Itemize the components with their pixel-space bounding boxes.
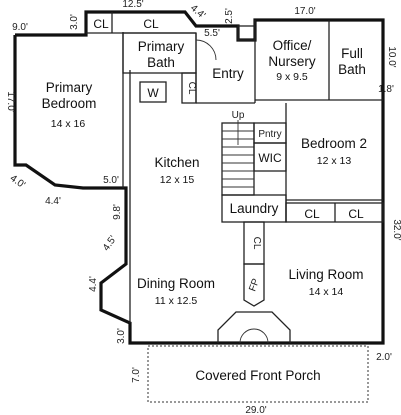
meas-2-0: 2.0' <box>376 352 392 363</box>
dining-size: 11 x 12.5 <box>155 295 198 307</box>
front-bay <box>217 311 291 343</box>
primary-bedroom-name-2: Bedroom <box>42 96 97 111</box>
exterior-wall <box>13 10 385 345</box>
meas-4-4-mid: 4.4' <box>45 196 61 207</box>
porch-outline <box>147 345 369 403</box>
washer-box <box>139 81 167 103</box>
office-name-1: Office/ <box>273 38 312 53</box>
living-name: Living Room <box>288 267 363 282</box>
closet-label-2: CL <box>143 17 159 31</box>
living-size: 14 x 14 <box>309 286 344 298</box>
primary-bath-name-1: Primary <box>138 39 185 54</box>
full-bath-name-2: Bath <box>338 62 366 77</box>
meas-29-0: 29.0' <box>245 405 266 415</box>
pantry-label: Pntry <box>258 129 281 140</box>
porch-name: Covered Front Porch <box>195 368 320 383</box>
meas-5-0: 5.0' <box>103 175 119 186</box>
meas-17-0-left: 17.0' <box>5 91 16 112</box>
entry-door-swing <box>195 39 217 61</box>
bedroom2-name: Bedroom 2 <box>301 136 367 151</box>
meas-4-5: 4.5' <box>101 234 119 253</box>
primary-bedroom-name-1: Primary <box>46 80 93 95</box>
laundry-name: Laundry <box>230 201 279 216</box>
bedroom2-closet-label-2: CL <box>348 207 364 221</box>
front-door-swing-left <box>239 328 255 344</box>
meas-12-5: 12.5' <box>122 0 143 10</box>
stairs-up-label: Up <box>232 110 245 121</box>
fireplace-label: FP <box>247 277 262 293</box>
meas-9-8: 9.8' <box>112 204 123 220</box>
dining-name: Dining Room <box>137 276 215 291</box>
meas-4-0: 4.0' <box>8 173 27 191</box>
primary-bedroom-size: 14 x 16 <box>51 118 86 130</box>
office-size: 9 x 9.5 <box>276 71 308 83</box>
primary-bath-name-2: Bath <box>147 55 175 70</box>
meas-5-5: 5.5' <box>204 28 220 39</box>
hall-closet-label: CL <box>251 237 262 250</box>
office-name-2: Nursery <box>268 54 316 69</box>
washer-label: W <box>147 86 159 100</box>
entry-closet <box>237 25 256 41</box>
meas-9-0: 9.0' <box>12 22 28 33</box>
kitchen-size: 12 x 15 <box>160 174 195 186</box>
small-closet-label: CL <box>186 82 197 95</box>
meas-7-0: 7.0' <box>131 367 142 383</box>
bedroom2-closet-label-1: CL <box>304 207 320 221</box>
entry-name: Entry <box>212 66 244 81</box>
front-door-swing-right <box>253 328 269 344</box>
meas-32-0: 32.0' <box>391 219 401 240</box>
meas-2-5: 2.5' <box>224 8 235 24</box>
bedroom2-size: 12 x 13 <box>317 155 352 167</box>
wic-label: WIC <box>258 151 282 165</box>
meas-3-0-low: 3.0' <box>116 328 127 344</box>
kitchen-name: Kitchen <box>154 155 199 170</box>
meas-10-0: 10.0' <box>386 46 397 67</box>
meas-4-4-low: 4.4' <box>88 276 99 292</box>
fireplace <box>243 263 265 307</box>
meas-17-0-top: 17.0' <box>294 6 315 17</box>
full-bath-name-1: Full <box>341 46 363 61</box>
closet-label-1: CL <box>93 17 109 31</box>
meas-3-0-top: 3.0' <box>69 14 80 30</box>
meas-1-8: 1.8' <box>378 84 394 95</box>
